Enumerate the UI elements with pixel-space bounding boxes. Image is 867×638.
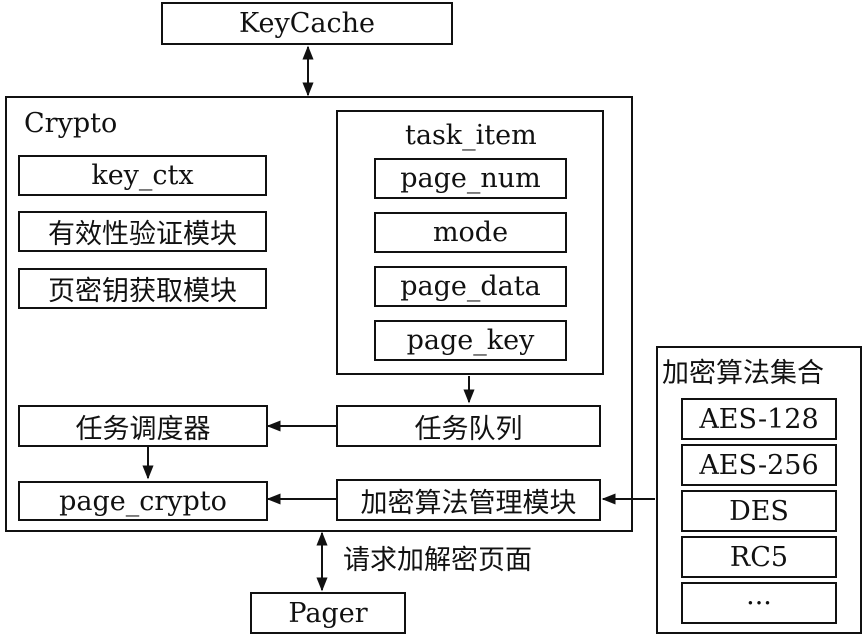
field-page-key: page_key bbox=[374, 320, 567, 361]
algo-rc5: RC5 bbox=[681, 536, 837, 578]
key-ctx-box: key_ctx bbox=[18, 155, 267, 196]
algorithm-manager-box: 加密算法管理模块 bbox=[336, 479, 601, 521]
crypto-module bbox=[5, 96, 633, 532]
pager-box: Pager bbox=[250, 592, 406, 634]
task-item-struct bbox=[336, 110, 604, 375]
algo-aes256: AES-256 bbox=[681, 444, 837, 486]
page-crypto-box: page_crypto bbox=[18, 481, 268, 521]
algorithm-set bbox=[656, 346, 862, 634]
algorithm-set-title: 加密算法集合 bbox=[662, 358, 824, 389]
algo-des: DES bbox=[681, 490, 837, 532]
algo-aes128: AES-128 bbox=[681, 398, 837, 440]
validity-check-module: 有效性验证模块 bbox=[18, 211, 267, 252]
task-item-title: task_item bbox=[405, 120, 537, 151]
task-scheduler-box: 任务调度器 bbox=[18, 405, 268, 447]
field-page-num: page_num bbox=[374, 158, 567, 199]
field-page-data: page_data bbox=[374, 266, 567, 307]
field-mode: mode bbox=[374, 212, 567, 253]
algo-more: ··· bbox=[681, 582, 837, 624]
page-key-fetch-module: 页密钥获取模块 bbox=[18, 268, 267, 309]
task-queue-box: 任务队列 bbox=[336, 405, 601, 447]
crypto-title: Crypto bbox=[24, 108, 118, 139]
request-edge-label: 请求加解密页面 bbox=[343, 545, 532, 576]
keycache-box: KeyCache bbox=[161, 2, 453, 45]
